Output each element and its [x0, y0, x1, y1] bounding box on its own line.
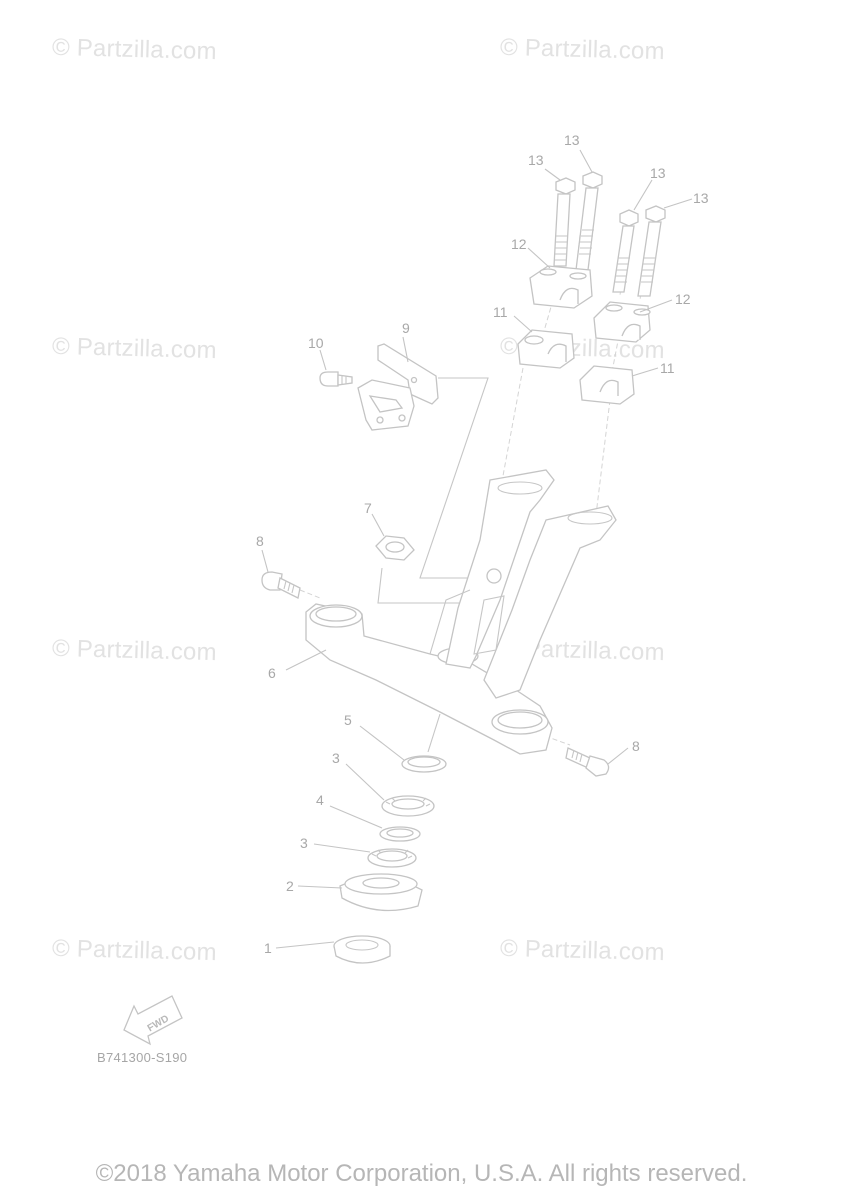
- callout-7: 7: [364, 500, 372, 516]
- callout-12: 12: [675, 291, 691, 307]
- callout-5: 5: [344, 712, 352, 728]
- washer-4: [379, 826, 421, 842]
- callout-12: 12: [511, 236, 527, 252]
- callout-3: 3: [300, 835, 308, 851]
- callout-9: 9: [402, 320, 410, 336]
- bolt-10: [319, 371, 353, 387]
- seal-5: [401, 755, 447, 773]
- callout-10: 10: [308, 335, 324, 351]
- bolt-13-d: [637, 205, 666, 297]
- callout-8: 8: [256, 533, 264, 549]
- diagram-code: B741300-S190: [97, 1050, 188, 1065]
- tapered-bearing-1: [333, 935, 391, 964]
- callout-8: 8: [632, 738, 640, 754]
- callout-13: 13: [564, 132, 580, 148]
- callout-13: 13: [650, 165, 666, 181]
- lower-handlebar-holder-11-left: [517, 329, 575, 369]
- bearing-3-upper: [381, 795, 435, 817]
- nut-7: [375, 535, 415, 561]
- callout-6: 6: [268, 665, 276, 681]
- steering-bracket-6: [305, 469, 617, 755]
- bearing-3-lower: [367, 848, 417, 868]
- dust-seal-2: [339, 873, 423, 912]
- callout-11: 11: [493, 304, 508, 320]
- bolt-13-a: [553, 177, 576, 267]
- copyright-notice: ©2018 Yamaha Motor Corporation, U.S.A. A…: [95, 1160, 748, 1187]
- callout-3: 3: [332, 750, 340, 766]
- pinch-bolt-8-right: [565, 747, 610, 777]
- callout-13: 13: [528, 152, 544, 168]
- upper-handlebar-holder-12-left: [529, 265, 593, 309]
- bracket-9: [357, 343, 439, 431]
- bolt-13-b: [575, 171, 603, 271]
- callout-2: 2: [286, 878, 294, 894]
- callout-13: 13: [693, 190, 709, 206]
- fwd-arrow-icon: FWD: [123, 995, 183, 1046]
- callout-11: 11: [660, 360, 675, 376]
- upper-handlebar-holder-12-right: [593, 301, 651, 343]
- leader-lines: [261, 149, 693, 949]
- lower-handlebar-holder-11-right: [579, 365, 635, 405]
- pinch-bolt-8-left: [261, 571, 301, 599]
- bolt-13-c: [612, 209, 639, 293]
- callout-4: 4: [316, 792, 324, 808]
- callout-1: 1: [264, 940, 272, 956]
